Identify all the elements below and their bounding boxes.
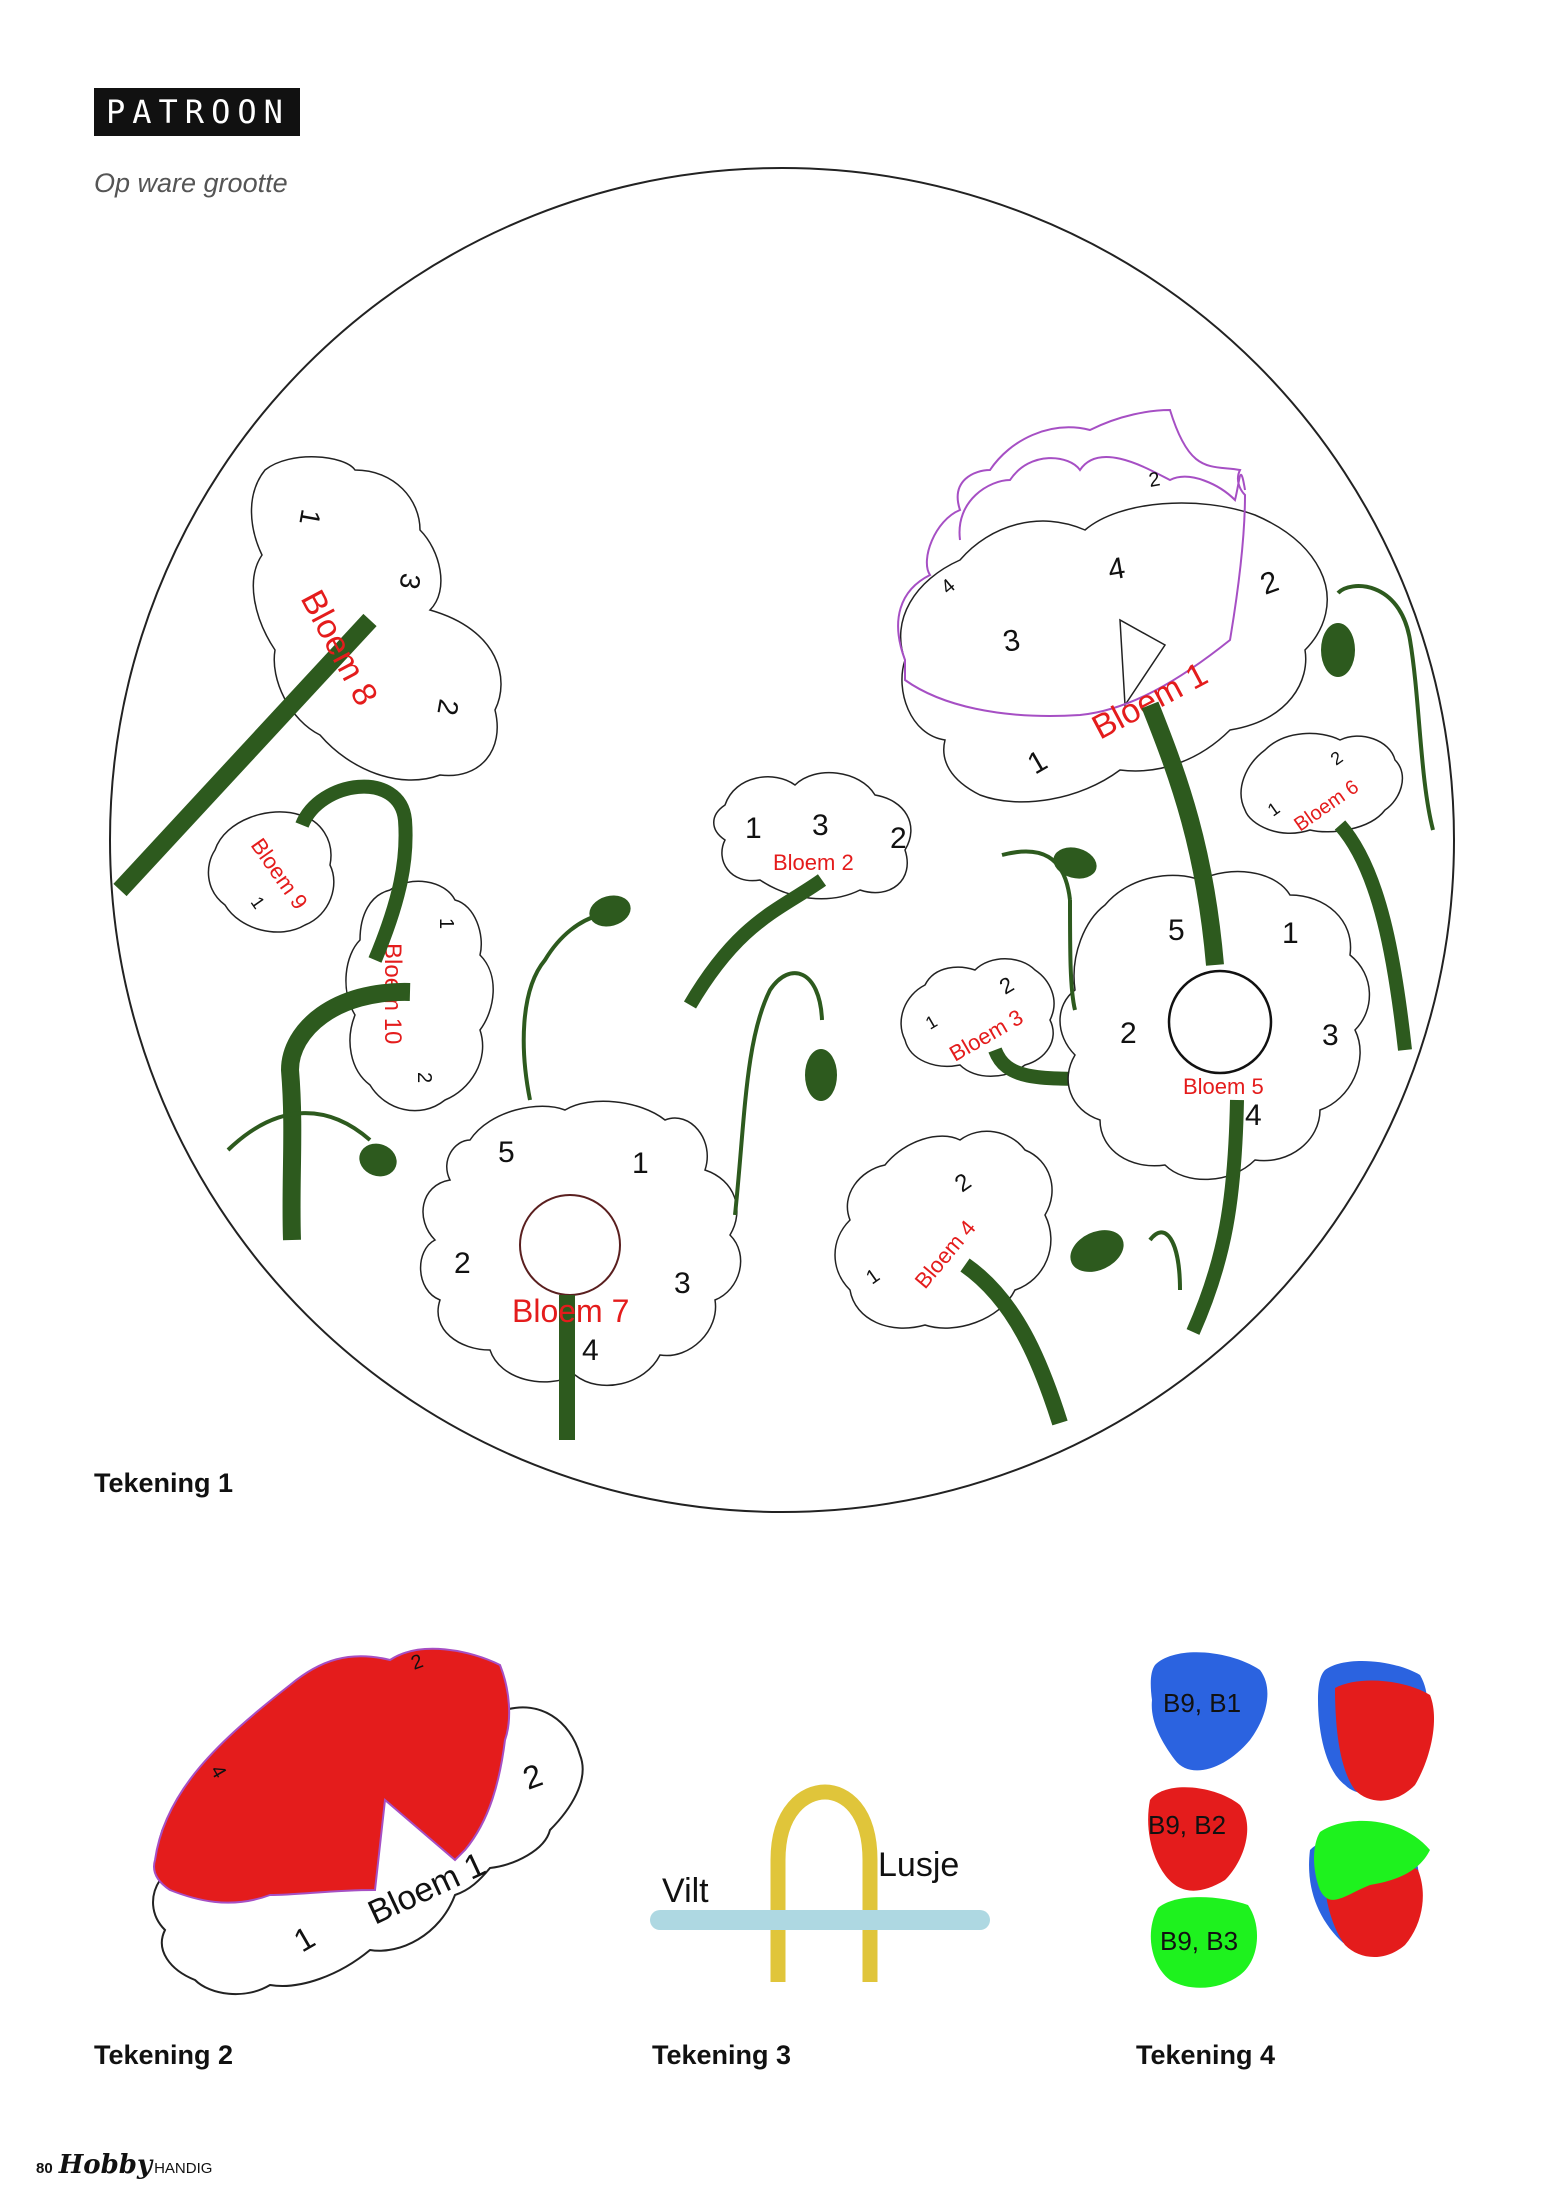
flower-2-number: 1 <box>745 812 762 845</box>
flower-5: 5 1 2 3 4 Bloem 5 <box>1059 870 1371 1181</box>
flower-7-number: 5 <box>498 1136 515 1169</box>
flower-5-number: 1 <box>1282 917 1299 950</box>
flower-8-number: 3 <box>393 571 426 592</box>
flower-1-number: 4 <box>1105 551 1127 586</box>
flower-5-number: 5 <box>1168 914 1185 947</box>
flower-1: 2 4 4 3 2 1 Bloem 1 <box>897 408 1328 803</box>
loop-strip <box>770 1784 878 1982</box>
caption-drawing-4: Tekening 4 <box>1136 2040 1276 2070</box>
flower-7-number: 2 <box>454 1247 471 1280</box>
caption-drawing-1: Tekening 1 <box>94 1468 234 1498</box>
flower-4: 1 2 Bloem 4 <box>834 1130 1053 1329</box>
loop-label: Lusje <box>878 1846 959 1884</box>
flower-10-number: 1 <box>435 918 457 929</box>
flower-5-number: 4 <box>1245 1099 1262 1132</box>
drawing-3: Vilt Lusje <box>650 1784 990 1982</box>
flower-8-number: 1 <box>293 507 326 528</box>
flower-7-number: 3 <box>674 1267 691 1300</box>
drawing-2: 2 4 2 1 Bloem 1 <box>152 1647 584 1996</box>
caption-drawing-2: Tekening 2 <box>94 2040 234 2070</box>
drawing-4: B9, B1 B9, B2 B9, B3 <box>1148 1652 1435 1988</box>
flower-7-number: 1 <box>632 1147 649 1180</box>
flower-2: 1 3 2 Bloem 2 <box>683 772 912 1009</box>
flower-5-number: 2 <box>1120 1017 1137 1050</box>
flower-3: 1 2 Bloem 3 <box>900 958 1055 1077</box>
flower-8: 1 3 2 Bloem 8 <box>113 456 502 897</box>
flower-10-number: 2 <box>413 1072 435 1083</box>
drawing-1: 1 3 2 Bloem 8 2 4 4 3 2 1 Bloem 1 1 3 2 … <box>109 167 1455 1513</box>
blue-label: B9, B1 <box>1163 1688 1241 1718</box>
flower-8-number: 2 <box>431 697 464 718</box>
flower-2-number: 2 <box>890 822 907 855</box>
flower-7: 5 1 2 3 4 Bloem 7 <box>419 1100 742 1440</box>
flower-1-overlay-number: 2 <box>1147 468 1162 492</box>
brand-logo: Hobby <box>58 2150 153 2180</box>
caption-drawing-3: Tekening 3 <box>652 2040 792 2070</box>
flower-5-label: Bloem 5 <box>1183 1074 1264 1099</box>
page-number: 80 <box>36 2160 53 2177</box>
flower-2-label: Bloem 2 <box>773 850 854 875</box>
brand-logo-sub: HANDIG <box>154 2160 213 2177</box>
flower-5-number: 3 <box>1322 1019 1339 1052</box>
page-footer: 80 Hobby HANDIG <box>36 2150 212 2180</box>
flower-1-overlay-outline <box>897 408 1247 717</box>
red-label: B9, B2 <box>1148 1810 1226 1840</box>
flower-6: 1 2 Bloem 6 <box>1240 732 1412 1051</box>
flower-7-number: 4 <box>582 1334 599 1367</box>
round-frame <box>109 167 1455 1513</box>
flower-9: Bloem 9 1 <box>207 811 335 933</box>
felt-label: Vilt <box>662 1872 709 1910</box>
subtitle: Op ware grootte <box>94 168 288 198</box>
flower-1-number: 3 <box>1000 623 1022 658</box>
green-label: B9, B3 <box>1160 1926 1238 1956</box>
section-tag: PATROON <box>94 88 300 136</box>
flower-7-label: Bloem 7 <box>512 1293 629 1329</box>
flower-2-number: 3 <box>812 809 829 842</box>
